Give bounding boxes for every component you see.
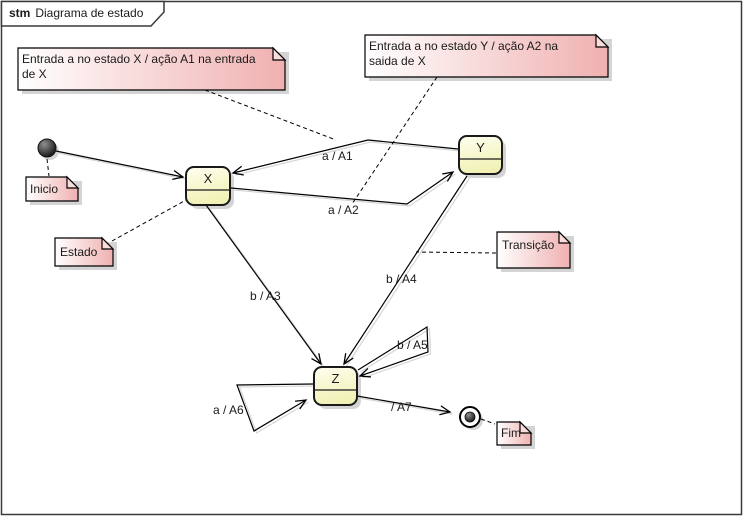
transition-a-a6-self-loop[interactable] — [236, 383, 314, 432]
state-x[interactable] — [185, 166, 231, 206]
note-transicao[interactable] — [496, 230, 572, 269]
transition-b-a4[interactable] — [343, 175, 468, 366]
connector-note-estado — [111, 199, 187, 242]
connector-note-fim — [480, 418, 496, 425]
transition-a-a2[interactable] — [230, 171, 455, 205]
initial-state-icon[interactable] — [37, 138, 57, 158]
transition-b-a5-self-loop[interactable] — [357, 325, 429, 378]
transition-initial-to-x[interactable] — [55, 150, 185, 181]
line-shadows — [58, 141, 471, 434]
frame-tab — [0, 0, 165, 27]
transition-a7-to-final[interactable] — [356, 395, 452, 416]
connector-note-entry-y — [351, 76, 438, 205]
final-state-icon[interactable] — [459, 406, 481, 428]
transition-a-a1[interactable] — [231, 139, 459, 176]
state-y[interactable] — [458, 135, 503, 175]
note-inicio[interactable] — [25, 175, 80, 202]
state-z[interactable] — [313, 366, 358, 406]
connector-note-transicao — [415, 251, 497, 254]
note-connectors — [46, 76, 497, 425]
note-estado[interactable] — [54, 236, 115, 267]
connector-note-entry-x — [204, 89, 337, 141]
note-entry-x[interactable] — [17, 46, 287, 91]
transition-b-a3[interactable] — [205, 204, 322, 366]
note-fim[interactable] — [496, 420, 533, 446]
note-entry-y[interactable] — [364, 33, 610, 78]
connector-note-inicio — [46, 158, 50, 177]
